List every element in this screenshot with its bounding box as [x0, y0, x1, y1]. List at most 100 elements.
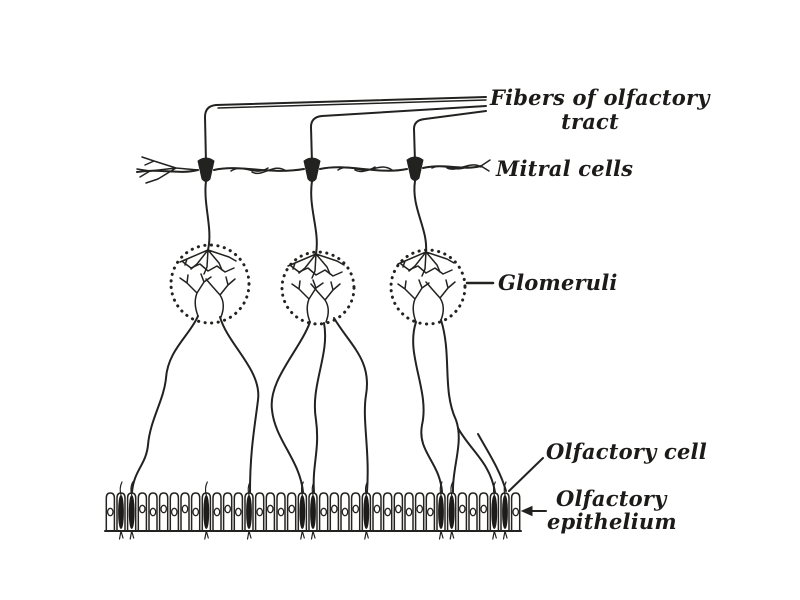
tract-fiber-3 — [413, 110, 487, 163]
tract-fiber-1 — [204, 96, 487, 164]
glomeruli — [169, 243, 467, 326]
axon-3 — [270, 321, 311, 493]
glomerulus-2-outline — [280, 250, 356, 326]
epithelium-cell — [180, 492, 190, 532]
epithelium-cell-nucleus — [426, 507, 434, 517]
tract-fiber-2 — [310, 105, 487, 164]
label-olfactory-cell: Olfactory cell — [546, 439, 707, 464]
olfactory-receptor-cell — [363, 495, 370, 529]
mitral-cell-1 — [197, 157, 215, 182]
receptor-cell-process-up — [119, 481, 123, 496]
epithelium-cell — [457, 492, 468, 532]
mitral-lateral-line — [136, 165, 482, 173]
receptor-cell-cilia — [492, 530, 497, 540]
epithelium-cell-nucleus — [469, 507, 477, 517]
receptor-cell-process-up — [439, 481, 443, 496]
olfactory-receptor-cell — [502, 495, 508, 529]
receptor-cell-cilia — [118, 530, 124, 540]
epithelium-cell-nucleus — [138, 504, 146, 514]
olfactory-receptor-cell — [118, 495, 124, 529]
glomerulus-2-arborization — [287, 253, 345, 323]
receptor-cell-process-up — [492, 481, 496, 496]
label-olfactory-epithelium: Olfactory epithelium — [547, 486, 677, 534]
receptor-cell-cilia — [300, 530, 305, 540]
epithelium-cell — [190, 492, 201, 532]
epithelium-cell-nucleus — [384, 507, 392, 517]
epithelium-cell — [158, 492, 169, 532]
olfactory-receptor-cell — [491, 495, 498, 529]
receptor-cell-process-up — [300, 481, 304, 496]
epithelium-cell-nucleus — [341, 507, 349, 517]
receptor-cell-process-up — [204, 481, 208, 496]
epithelium-cell-nucleus — [160, 504, 168, 514]
receptor-cell-process-up — [247, 481, 251, 496]
epithelium-cell-nucleus — [181, 504, 189, 514]
epithelium-cell — [340, 492, 350, 532]
label-glomeruli: Glomeruli — [498, 270, 618, 295]
mitral-cell-2 — [303, 157, 321, 182]
receptor-cell-cilia — [449, 530, 455, 540]
epithelium-cell-nucleus — [106, 507, 114, 517]
axon-1 — [131, 315, 199, 493]
epithelium-cell — [265, 492, 276, 532]
epithelium-cell-nucleus — [288, 504, 296, 514]
olfactory-receptor-cell — [246, 495, 252, 529]
receptor-cell-cilia — [204, 530, 209, 540]
mitral-cell-3 — [406, 156, 424, 181]
glomerulus-3-outline — [389, 248, 467, 326]
axon-2 — [219, 316, 260, 493]
glomerulus-3-arborization — [397, 251, 456, 323]
mitral-dendrite-3 — [413, 180, 428, 253]
epithelium-cell-nucleus — [512, 507, 520, 517]
olfactory-epithelium-band — [105, 481, 521, 540]
axon-8 — [457, 427, 496, 493]
epithelium-cell — [329, 492, 340, 532]
epithelium-cell-nucleus — [277, 507, 285, 517]
receptor-cell-cilia — [502, 530, 508, 540]
receptor-cell-cilia — [310, 530, 316, 540]
epithelium-cell-nucleus — [352, 504, 360, 514]
epithelium-cell — [276, 492, 286, 532]
epithelium-cell — [212, 492, 222, 532]
mitral-dendrite-2 — [310, 180, 318, 255]
epithelium-cell — [393, 492, 404, 532]
epithelium-cell-nucleus — [149, 507, 157, 517]
axon-5 — [333, 317, 369, 493]
label-fibers-of-olfactory-tract: Fibers of olfactory tract — [490, 85, 710, 134]
epithelium-cell-nucleus — [213, 507, 221, 517]
epithelium-cell-nucleus — [416, 504, 424, 514]
epithelium-cell — [414, 492, 425, 532]
olfactory-cell-leader-line — [508, 457, 544, 492]
epithelium-cell-nucleus — [394, 504, 402, 514]
mitral-right-tuft — [480, 159, 491, 172]
epithelium-cell-nucleus — [405, 507, 413, 517]
receptor-cell-cilia — [438, 530, 444, 540]
olfactory-receptor-cell — [448, 495, 455, 529]
olfactory-receptor-cell — [299, 495, 306, 529]
epithelium-cell-nucleus — [480, 504, 488, 514]
epithelium-cell — [222, 492, 233, 532]
mitral-dendrite-1 — [204, 180, 211, 251]
olfactory-axons — [131, 315, 507, 493]
axon-6 — [412, 321, 443, 493]
receptor-cell-process-up — [311, 481, 315, 496]
glomerulus-1-arborization — [179, 249, 237, 318]
receptor-cell-process-up — [364, 481, 368, 496]
epithelium-cell-nucleus — [320, 507, 328, 517]
epithelium-cell — [233, 492, 244, 532]
mitral-cell-layer — [136, 156, 491, 255]
receptor-cell-cilia — [364, 530, 369, 540]
epithelium-arrow-head — [520, 505, 533, 517]
epithelium-cell-nucleus — [234, 507, 242, 517]
epithelium-cell — [468, 492, 478, 532]
epithelium-cell — [372, 492, 382, 532]
epithelium-cell — [105, 492, 116, 532]
glomerulus-1-outline — [169, 243, 251, 325]
epithelium-cell — [382, 492, 393, 532]
epithelium-cell — [286, 492, 297, 532]
epithelium-cell — [404, 492, 414, 532]
label-pointers — [465, 281, 547, 517]
olfactory-receptor-cell — [310, 495, 316, 529]
epithelium-cell — [478, 492, 489, 532]
